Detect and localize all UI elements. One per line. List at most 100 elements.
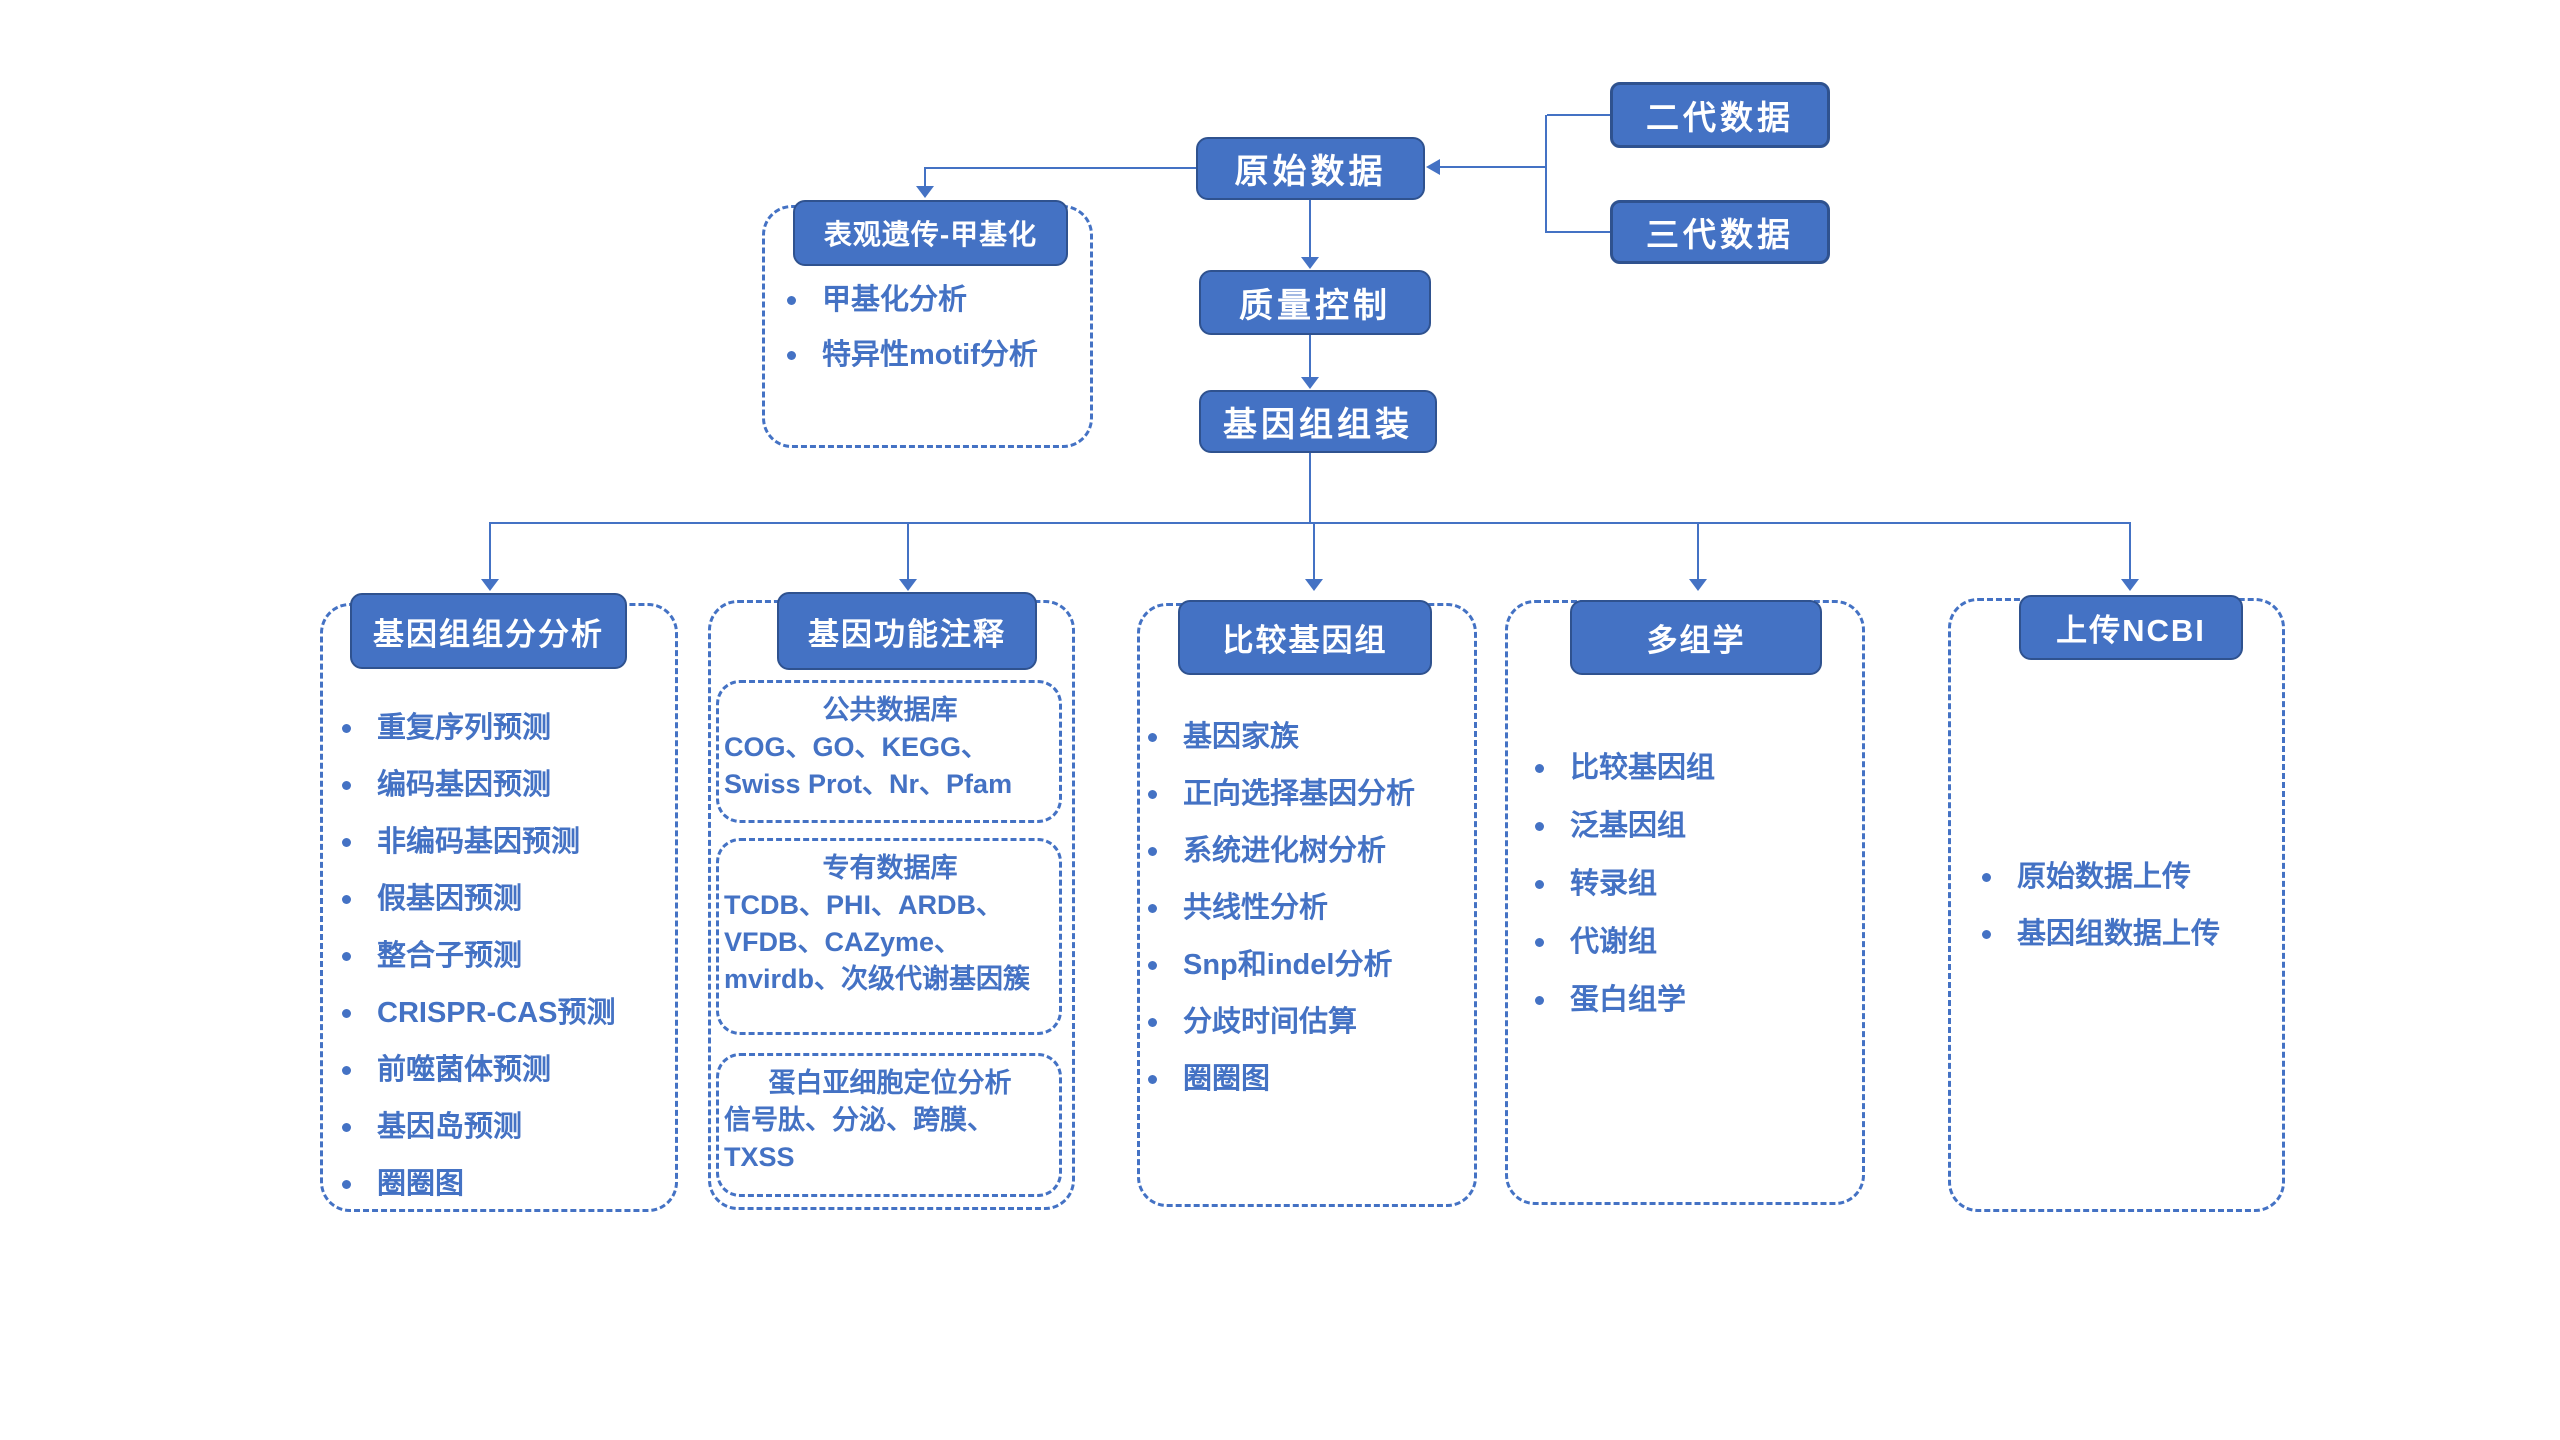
bullet-icon (1535, 880, 1544, 889)
bullet-icon (1982, 873, 1991, 882)
arrowhead-into-col2 (899, 579, 917, 591)
bullet-icon (1535, 764, 1544, 773)
bullet-icon (1148, 1075, 1157, 1084)
connector-gen3-line (1547, 231, 1610, 233)
node-raw-data-label: 原始数据 (1234, 153, 1387, 191)
list-item: 非编码基因预测 (342, 823, 615, 861)
bullet-icon (342, 1180, 351, 1189)
subpanel-title: 蛋白亚细胞定位分析 (768, 1068, 1012, 1098)
list-item: CRISPR-CAS预测 (342, 994, 615, 1032)
connector-branch-distribution (490, 522, 2131, 524)
bullet-icon (342, 838, 351, 847)
connector-drop-col1 (489, 522, 491, 580)
bullet-icon (342, 1123, 351, 1132)
node-genome-assembly: 基因组组装 (1199, 390, 1437, 453)
connector-drop-col3 (1313, 522, 1315, 580)
connector-drop-col5 (2129, 522, 2131, 580)
bullet-icon (1535, 996, 1544, 1005)
panel-comparative-genomics-list: 基因家族 正向选择基因分析 系统进化树分析 共线性分析 Snp和indel分析 … (1148, 718, 1415, 1098)
bullet-icon (1148, 790, 1157, 799)
subpanel-public-databases-content: 公共数据库 COG、GO、KEGG、Swiss Prot、Nr、Pfam (716, 684, 1062, 807)
panel-multi-omics-title: 多组学 (1646, 623, 1746, 658)
connector-drop-col4 (1697, 522, 1699, 580)
arrowhead-into-raw-data (1426, 159, 1440, 175)
connector-raw-to-methylation-v (924, 167, 926, 189)
list-item: 基因家族 (1148, 718, 1415, 756)
subpanel-subcellular-localization-content: 蛋白亚细胞定位分析 信号肽、分泌、跨膜、TXSS (716, 1057, 1062, 1180)
list-item: 分歧时间估算 (1148, 1003, 1415, 1041)
node-genome-assembly-label: 基因组组装 (1223, 406, 1413, 444)
bullet-icon (1148, 1018, 1157, 1027)
node-quality-control-label: 质量控制 (1239, 287, 1391, 325)
list-item: 系统进化树分析 (1148, 832, 1415, 870)
bullet-icon (342, 1009, 351, 1018)
connector-raw-to-methylation-h (925, 167, 1196, 169)
bullet-icon (787, 351, 796, 360)
list-item: 泛基因组 (1535, 807, 1715, 845)
subpanel-title: 专有数据库 (822, 853, 958, 883)
node-gen3-data-label: 三代数据 (1646, 216, 1794, 253)
bullet-icon (342, 1066, 351, 1075)
arrowhead-into-col4 (1689, 579, 1707, 591)
bullet-icon (1982, 930, 1991, 939)
list-item: 整合子预测 (342, 937, 615, 975)
panel-upload-ncbi-header: 上传NCBI (2019, 595, 2243, 660)
subpanel-body: COG、GO、KEGG、Swiss Prot、Nr、Pfam (724, 732, 1013, 799)
node-gen2-data: 二代数据 (1610, 82, 1830, 148)
list-item: 基因岛预测 (342, 1108, 615, 1146)
panel-genome-components-list: 重复序列预测 编码基因预测 非编码基因预测 假基因预测 整合子预测 CRISPR… (342, 709, 615, 1203)
list-item: 甲基化分析 (787, 281, 1038, 319)
list-item: 原始数据上传 (1982, 858, 2220, 896)
list-item: 基因组数据上传 (1982, 915, 2220, 953)
list-item: 圈圈图 (342, 1165, 615, 1203)
list-item: 共线性分析 (1148, 889, 1415, 927)
bullet-icon (1535, 938, 1544, 947)
panel-gene-annotation-header: 基因功能注释 (777, 592, 1037, 670)
list-item: 重复序列预测 (342, 709, 615, 747)
connector-qc-to-assembly (1309, 335, 1311, 378)
bullet-icon (342, 724, 351, 733)
list-item: 比较基因组 (1535, 749, 1715, 787)
subpanel-body: 信号肽、分泌、跨膜、TXSS (724, 1105, 994, 1172)
connector-assembly-to-branches (1309, 453, 1311, 524)
subpanel-body: TCDB、PHI、ARDB、VFDB、CAZyme、mvirdb、次级代谢基因簇 (724, 890, 1031, 994)
list-item: 编码基因预测 (342, 766, 615, 804)
subpanel-subcellular-localization (716, 1053, 1062, 1197)
list-item: 蛋白组学 (1535, 981, 1715, 1019)
panel-upload-ncbi-list: 原始数据上传 基因组数据上传 (1982, 858, 2220, 953)
arrowhead-into-qc (1301, 257, 1319, 269)
bullet-icon (342, 895, 351, 904)
connector-drop-col2 (907, 522, 909, 580)
list-item: 转录组 (1535, 865, 1715, 903)
panel-comparative-genomics-title: 比较基因组 (1222, 623, 1388, 658)
arrowhead-into-methylation (916, 186, 934, 198)
bullet-icon (1148, 847, 1157, 856)
bullet-icon (1535, 822, 1544, 831)
panel-methylation-title: 表观遗传-甲基化 (823, 219, 1038, 250)
bullet-icon (1148, 904, 1157, 913)
subpanel-proprietary-databases (716, 838, 1062, 1035)
subpanel-public-databases (716, 680, 1062, 823)
arrowhead-into-col5 (2121, 579, 2139, 591)
subpanel-title: 公共数据库 (822, 695, 958, 725)
panel-methylation-list: 甲基化分析 特异性motif分析 (787, 281, 1038, 374)
list-item: 假基因预测 (342, 880, 615, 918)
bullet-icon (1148, 961, 1157, 970)
panel-multi-omics-list: 比较基因组 泛基因组 转录组 代谢组 蛋白组学 (1535, 749, 1715, 1019)
list-item: 圈圈图 (1148, 1060, 1415, 1098)
list-item: 特异性motif分析 (787, 336, 1038, 374)
bullet-icon (787, 296, 796, 305)
arrowhead-into-assembly (1301, 377, 1319, 389)
node-quality-control: 质量控制 (1199, 270, 1431, 335)
connector-source-bracket-vertical (1545, 115, 1547, 233)
bullet-icon (342, 781, 351, 790)
panel-comparative-genomics-header: 比较基因组 (1178, 600, 1432, 675)
connector-sources-to-raw (1440, 166, 1546, 168)
node-gen3-data: 三代数据 (1610, 200, 1830, 264)
list-item: Snp和indel分析 (1148, 946, 1415, 984)
arrowhead-into-col3 (1305, 579, 1323, 591)
connector-raw-to-qc (1309, 200, 1311, 258)
bullet-icon (342, 952, 351, 961)
panel-genome-components-header: 基因组组分分析 (350, 593, 627, 669)
subpanel-proprietary-databases-content: 专有数据库 TCDB、PHI、ARDB、VFDB、CAZyme、mvirdb、次… (716, 842, 1062, 1002)
